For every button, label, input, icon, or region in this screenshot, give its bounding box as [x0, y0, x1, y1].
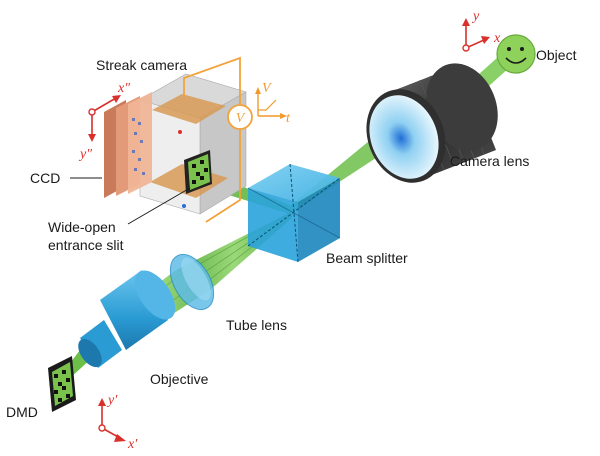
beam-splitter-cube: [247, 163, 341, 263]
streak-camera: [139, 73, 247, 215]
sweep-voltage-axes: V t: [255, 81, 291, 126]
object-y-axis-label: y: [471, 9, 480, 24]
sweep-t-axis-label: t: [286, 111, 291, 126]
leader-lines: [70, 177, 191, 225]
label-wide-open-line1: Wide-open: [48, 219, 116, 235]
label-object: Object: [536, 47, 577, 63]
sweep-v-axis-label: V: [262, 81, 272, 96]
ccd-x-axis-label: x″: [117, 81, 130, 96]
dmd-x-axis-label: x′: [127, 437, 138, 452]
object-smiley: [496, 34, 536, 74]
label-wide-open-line2: entrance slit: [48, 237, 124, 253]
ccd-y-axis-label: y″: [78, 147, 92, 162]
slit-checker-pattern: [188, 154, 210, 190]
voltage-symbol: V: [236, 111, 246, 126]
tube-lens: [169, 254, 215, 310]
dmd-chip: [48, 356, 76, 412]
objective-lens: [78, 270, 176, 368]
label-beam-splitter: Beam splitter: [326, 250, 408, 266]
ccd-sensor: [104, 92, 152, 198]
label-camera-lens: Camera lens: [450, 153, 529, 169]
label-dmd: DMD: [6, 404, 38, 420]
label-objective: Objective: [150, 371, 209, 387]
dmd-axes: y′ x′: [98, 393, 138, 452]
label-streak-camera: Streak camera: [96, 57, 187, 73]
sweep-electrode-top: [152, 94, 226, 124]
sweep-circuit: [183, 56, 241, 223]
label-tube-lens: Tube lens: [226, 317, 287, 333]
ccd-axes: x″ y″: [78, 81, 130, 162]
label-ccd: CCD: [30, 170, 60, 186]
voltage-source-icon: V: [227, 104, 253, 130]
object-axes: y x: [462, 9, 501, 52]
object-x-axis-label: x: [493, 31, 501, 46]
camera-lens: [366, 63, 498, 183]
dmd-y-axis-label: y′: [106, 393, 118, 408]
